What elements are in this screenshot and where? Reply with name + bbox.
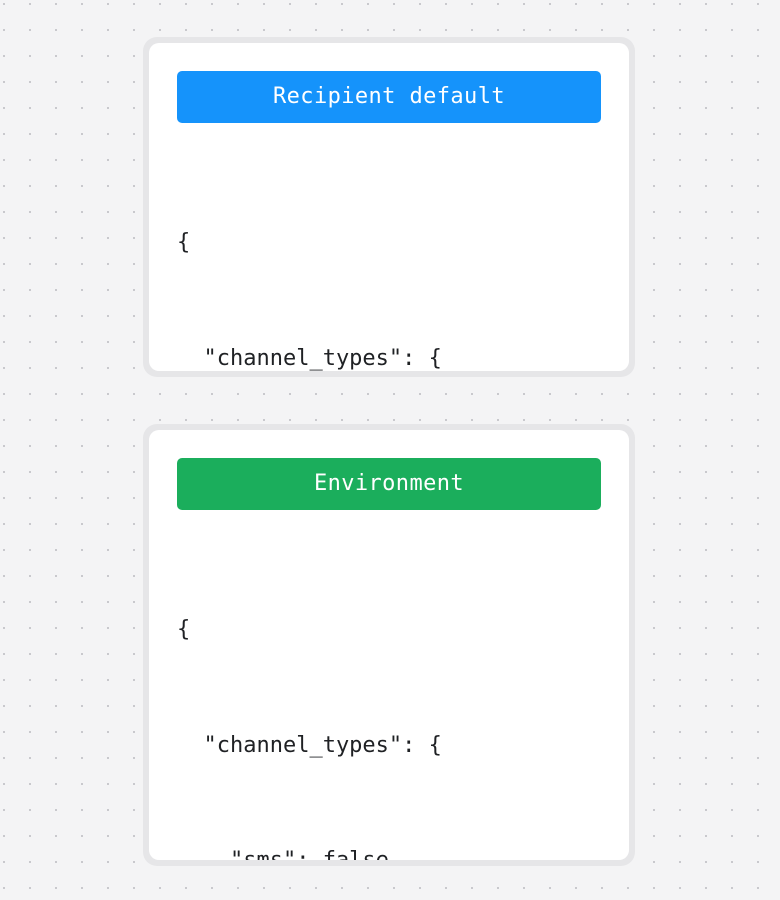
card-header-environment[interactable]: Environment — [177, 458, 601, 510]
json-line: "channel_types": { — [177, 345, 442, 371]
card-body-environment: { "channel_types": { "sms": false }, "ca… — [177, 534, 601, 860]
json-line: "channel_types": { — [177, 732, 442, 758]
card-environment[interactable]: Environment { "channel_types": { "sms": … — [149, 430, 629, 860]
card-body-recipient-default: { "channel_types": { "sms": true } } — [177, 147, 601, 371]
json-line: { — [177, 617, 191, 642]
json-line: { — [177, 230, 191, 255]
card-header-label: Environment — [313, 471, 465, 496]
card-frame-recipient-default: Recipient default { "channel_types": { "… — [143, 37, 635, 377]
card-header-label: Recipient default — [273, 84, 505, 109]
card-frame-environment: Environment { "channel_types": { "sms": … — [143, 424, 635, 866]
card-recipient-default[interactable]: Recipient default { "channel_types": { "… — [149, 43, 629, 371]
json-line: "sms": false — [177, 842, 601, 860]
card-header-recipient-default[interactable]: Recipient default — [177, 71, 601, 123]
